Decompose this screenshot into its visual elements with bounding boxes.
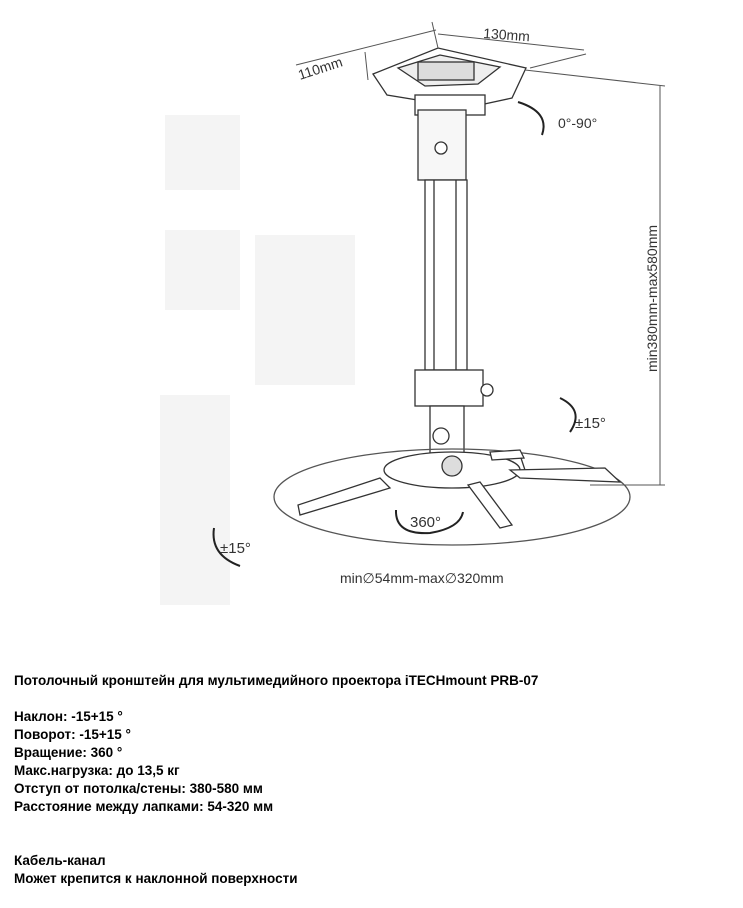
swivel-label: 360° xyxy=(410,514,441,531)
extension-pole xyxy=(414,94,494,457)
feature-slanted-mount: Может крепится к наклонной поверхности xyxy=(14,871,298,886)
spec-tilt: Наклон: -15+15 ° xyxy=(14,709,123,724)
tilt-side-label: ±15° xyxy=(575,415,606,432)
plate-dimension-lines xyxy=(295,21,666,486)
mount-diagram: 130mm 110mm 0°-90° min380mm-max580mm ±15… xyxy=(160,21,666,605)
spec-swivel: Поворот: -15+15 ° xyxy=(14,727,131,742)
rotation-label: 0°-90° xyxy=(558,115,597,131)
rotation-arrows xyxy=(212,101,577,567)
arm-range-label: min∅54mm-max∅320mm xyxy=(340,570,504,586)
spec-max-load: Макс.нагрузка: до 13,5 кг xyxy=(14,763,180,778)
spec-arm-distance: Расстояние между лапками: 54-320 мм xyxy=(14,799,274,814)
height-range-label: min380mm-max580mm xyxy=(644,225,660,372)
depth-label: 110mm xyxy=(296,54,344,83)
tilt-front-label: ±15° xyxy=(220,540,251,557)
adapter-base xyxy=(273,448,631,546)
width-label: 130mm xyxy=(483,25,531,44)
spec-rotation: Вращение: 360 ° xyxy=(14,745,123,760)
product-description: Потолочный кронштейн для мультимедийного… xyxy=(14,672,734,888)
background-watermark xyxy=(160,115,355,605)
feature-cable-channel: Кабель-канал xyxy=(14,853,106,868)
spec-ceiling-offset: Отступ от потолка/стены: 380-580 мм xyxy=(14,781,263,796)
product-title: Потолочный кронштейн для мультимедийного… xyxy=(14,673,539,688)
